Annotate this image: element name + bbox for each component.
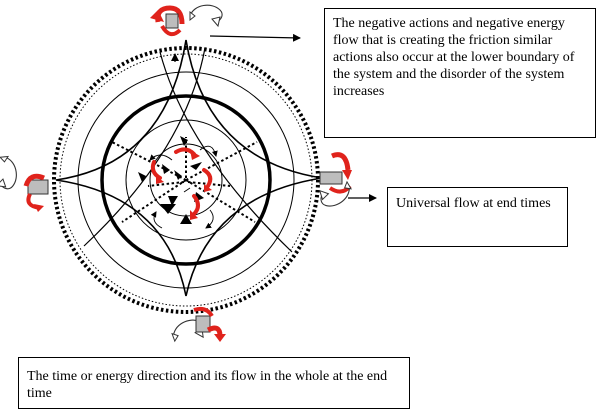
annotation-top: The negative actions and negative energy… xyxy=(324,8,596,138)
star-flow-path xyxy=(55,39,323,297)
outer-dotted-ring xyxy=(52,46,320,314)
top-rotation-symbol xyxy=(150,4,223,37)
annotation-bottom: The time or energy direction and its flo… xyxy=(18,357,410,409)
right-rotation-symbol xyxy=(315,152,355,212)
red-curved-arrow-icon xyxy=(150,147,213,216)
annotation-right: Universal flow at end times xyxy=(387,187,568,247)
left-rotation-symbol xyxy=(0,155,49,212)
thick-circle xyxy=(100,94,272,266)
pointer-arrows xyxy=(209,33,377,202)
centre-arrowheads xyxy=(138,136,204,224)
red-arrowheads xyxy=(156,150,212,220)
bottom-rotation-symbol xyxy=(169,306,226,348)
centre-fine-strokes xyxy=(149,145,218,229)
